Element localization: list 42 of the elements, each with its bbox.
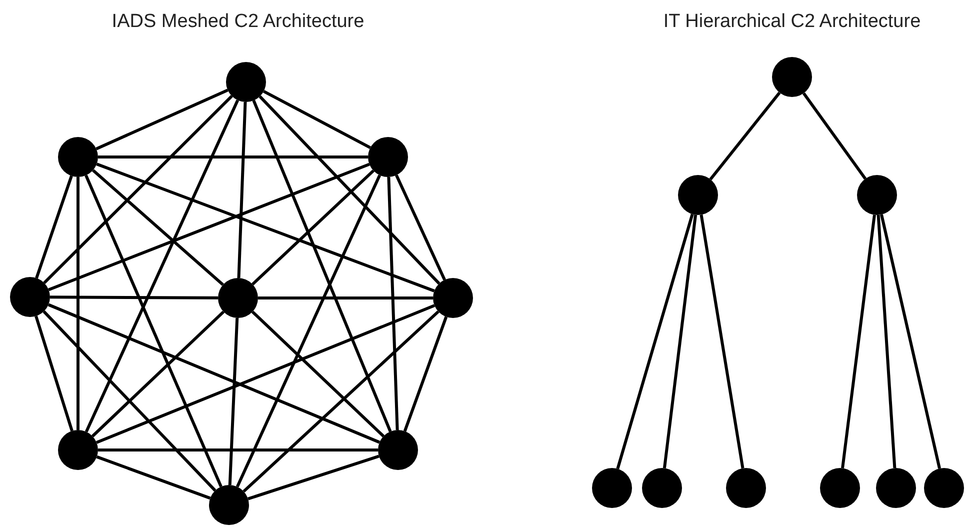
section-heading: IADS Meshed C2 Architecture [112,10,364,34]
connector-line [48,162,370,292]
connector-line [252,170,374,286]
connector-line [662,214,698,468]
connector-line [841,214,876,468]
connector-line [236,174,382,488]
connector-line [237,102,247,278]
connector-line [387,176,399,430]
connector-line [98,156,368,158]
connector-line [84,100,240,432]
connector-line [96,88,228,150]
connector-line [876,214,896,468]
connector-line [96,304,436,444]
section-heading: IT Hierarchical C2 Architecture [663,10,921,34]
connector-line [92,169,224,286]
connector-line [34,316,74,432]
connector-line [91,310,225,438]
connector-line [35,175,73,279]
connector-line [248,454,380,500]
connector-line [50,296,218,300]
connector-line [616,214,694,470]
connector-line [96,162,435,292]
connector-line [43,95,233,284]
connector-line [251,310,385,438]
connector-line [709,92,781,180]
connector-line [96,455,211,500]
connector-line [258,296,433,300]
connector-line [228,318,239,486]
connector-line [802,92,867,180]
connector-line [252,100,392,432]
connector-line [403,316,448,432]
connector-line [262,90,372,149]
connector-line [395,174,446,280]
connector-line [84,174,222,488]
connector-line [42,310,216,492]
connector-line [700,214,744,468]
connector-line [880,214,941,469]
connector-line [258,95,440,285]
connector-line [48,303,380,444]
connector-line [242,310,440,493]
connector-line [76,177,80,430]
connector-line [98,448,378,452]
